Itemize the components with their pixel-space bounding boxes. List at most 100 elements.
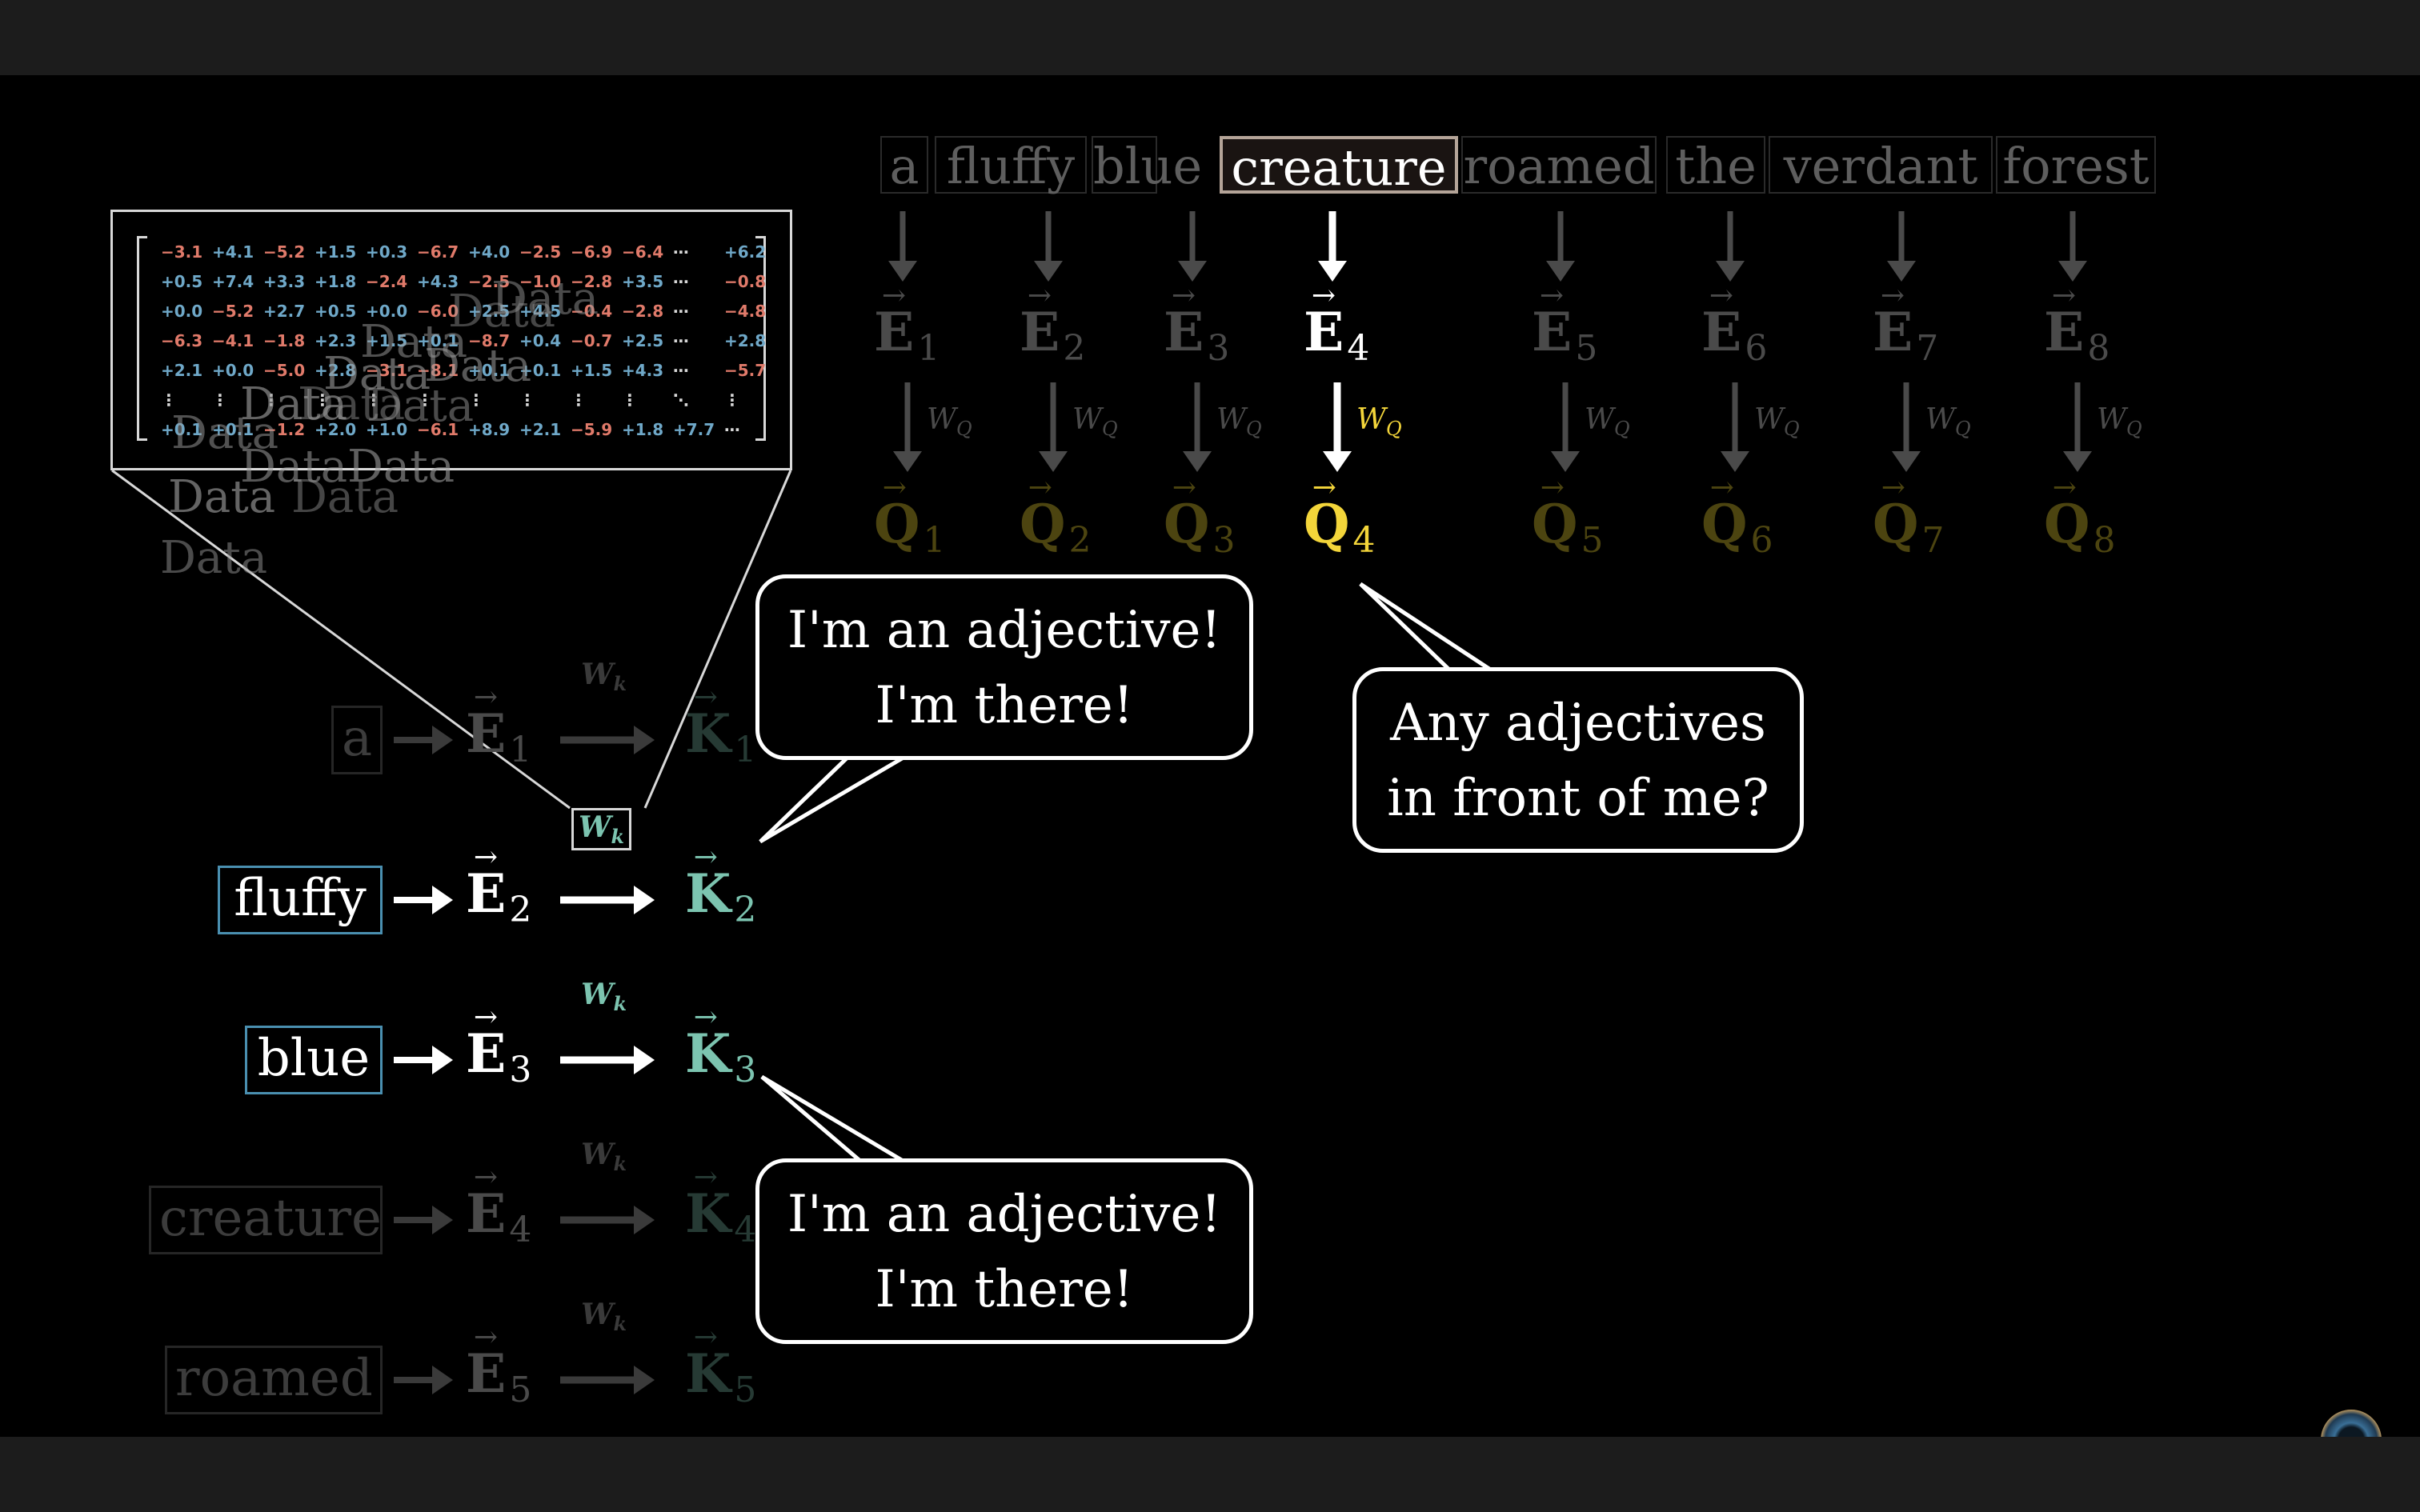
matrix-cell: ⋮ [468, 390, 484, 410]
matrix-cell: −1.8 [263, 331, 306, 350]
weight-letter: W [581, 1138, 614, 1171]
zoom-line-left [111, 469, 571, 810]
matrix-cell: −4.1 [212, 331, 254, 350]
bubble-tail-blue [760, 1074, 912, 1164]
matrix-cell: +2.7 [263, 302, 306, 321]
vector-subscript: 4 [1352, 520, 1376, 561]
key-row-embedding-5: →E5 [466, 1323, 532, 1410]
bubble-line-2: I'm there! [875, 676, 1134, 735]
vector-letter: Q [1701, 493, 1748, 555]
matrix-cell: +4.1 [212, 242, 254, 262]
vector-letter: Q [874, 493, 920, 555]
matrix-cell: −6.4 [622, 242, 664, 262]
token-arrow-7 [2058, 211, 2087, 282]
embedding-E1: →E1 [874, 282, 940, 369]
vector-subscript: 7 [1921, 520, 1945, 561]
token-arrow-4 [1546, 211, 1575, 282]
matrix-cell: +2.1 [519, 420, 562, 439]
vector-arrow-icon: → [882, 471, 907, 504]
matrix-cell: −2.8 [622, 302, 664, 321]
key-K4: →K4 [685, 1163, 756, 1248]
weight-letter: W [1754, 403, 1785, 436]
matrix-cell: ⋮ [724, 390, 740, 410]
bottom-letterbox [0, 1437, 2420, 1512]
vector-subscript: 6 [1750, 520, 1773, 561]
token-6: verdant [1769, 136, 1993, 195]
vector-arrow-icon: → [1171, 279, 1196, 312]
wq-arrow-3 [1323, 382, 1352, 472]
vector-letter: E [466, 862, 507, 925]
zoom-line-right [643, 470, 792, 809]
embedding-E8: →E8 [2044, 282, 2109, 366]
matrix-cell: −1.0 [519, 272, 562, 291]
matrix-cell: −1.2 [263, 420, 306, 439]
query-Q2: →Q2 [1020, 474, 1092, 561]
matrix-cell: +1.5 [366, 331, 408, 350]
wk-arrow-1 [560, 886, 655, 914]
wk-label-4: Wk [581, 1298, 627, 1335]
token-arrow-0 [888, 211, 917, 282]
key-word-blue: blue [245, 1026, 383, 1094]
matrix-cell: ⋮ [212, 390, 228, 410]
token-7: forest [1996, 136, 2156, 195]
weight-subscript: Q [1784, 418, 1800, 441]
matrix-cell: ⋱ [673, 390, 689, 410]
matrix-cell: −2.5 [519, 242, 562, 262]
matrix-cell: ⋯ [673, 272, 689, 291]
word-to-embedding-arrow-3 [394, 1206, 453, 1234]
matrix-cell: ⋯ [673, 331, 689, 350]
matrix-cell: −6.9 [571, 242, 613, 262]
wq-label-2: WQ [1216, 403, 1262, 440]
vector-letter: Q [2044, 493, 2090, 555]
vector-subscript: 2 [1068, 520, 1092, 561]
vector-letter: Q [1020, 493, 1066, 555]
vector-arrow-icon: → [1709, 471, 1734, 504]
weight-letter: W [1216, 403, 1247, 436]
matrix-cell: −0.4 [571, 302, 613, 321]
wk-label-0: Wk [581, 658, 627, 695]
vector-arrow-icon: → [473, 1161, 499, 1194]
matrix-bracket-right [755, 236, 766, 441]
bubble-tail-fluffy [759, 753, 916, 844]
weight-letter: W [1925, 403, 1956, 436]
vector-arrow-icon: → [693, 681, 718, 714]
query-Q8: →Q8 [2044, 474, 2116, 558]
key-word-fluffy: fluffy [218, 866, 383, 934]
vector-subscript: 4 [1347, 328, 1370, 369]
matrix-cell: +1.5 [315, 242, 357, 262]
vector-arrow-icon: → [1709, 279, 1734, 312]
query-Q7: →Q7 [1873, 474, 1945, 561]
vector-subscript: 5 [509, 1370, 532, 1410]
bubble-line-1: Any adjectives [1390, 694, 1766, 753]
vector-subscript: 1 [917, 328, 940, 369]
weight-subscript: Q [1102, 418, 1118, 441]
weight-letter: W [1585, 403, 1615, 436]
matrix-cell: −8.7 [468, 331, 511, 350]
data-ghost-label: Data [323, 348, 431, 400]
vector-subscript: 3 [1212, 520, 1236, 561]
vector-subscript: 3 [1207, 328, 1230, 369]
wq-label-0: WQ [927, 403, 972, 440]
query-Q6: →Q6 [1701, 474, 1773, 561]
wq-arrow-2 [1183, 382, 1212, 472]
data-ghost-label: Data [168, 471, 276, 523]
matrix-cell: ⋯ [724, 420, 740, 439]
data-ghost-label: Data [160, 532, 268, 584]
word-to-embedding-arrow-0 [394, 726, 453, 754]
key-matrix-zoom: −3.1+4.1−5.2+1.5+0.3−6.7+4.0−2.5−6.9−6.4… [110, 210, 792, 470]
wk-arrow-0 [560, 726, 655, 754]
wq-label-3: WQ [1356, 403, 1402, 440]
vector-subscript: 2 [1063, 328, 1086, 369]
token-arrow-3 [1318, 211, 1347, 282]
matrix-cell: −0.8 [724, 272, 767, 291]
weight-subscript: k [613, 1312, 627, 1336]
data-ghost-label: Data [491, 273, 599, 325]
matrix-cell: ⋯ [673, 242, 689, 262]
data-ghost-label: Data [298, 378, 406, 430]
vector-subscript: 2 [734, 890, 757, 930]
vector-arrow-icon: → [693, 1001, 718, 1034]
matrix-cell: +3.5 [622, 272, 664, 291]
vector-letter: Q [1304, 493, 1350, 555]
key-word-creature: creature [149, 1186, 383, 1254]
